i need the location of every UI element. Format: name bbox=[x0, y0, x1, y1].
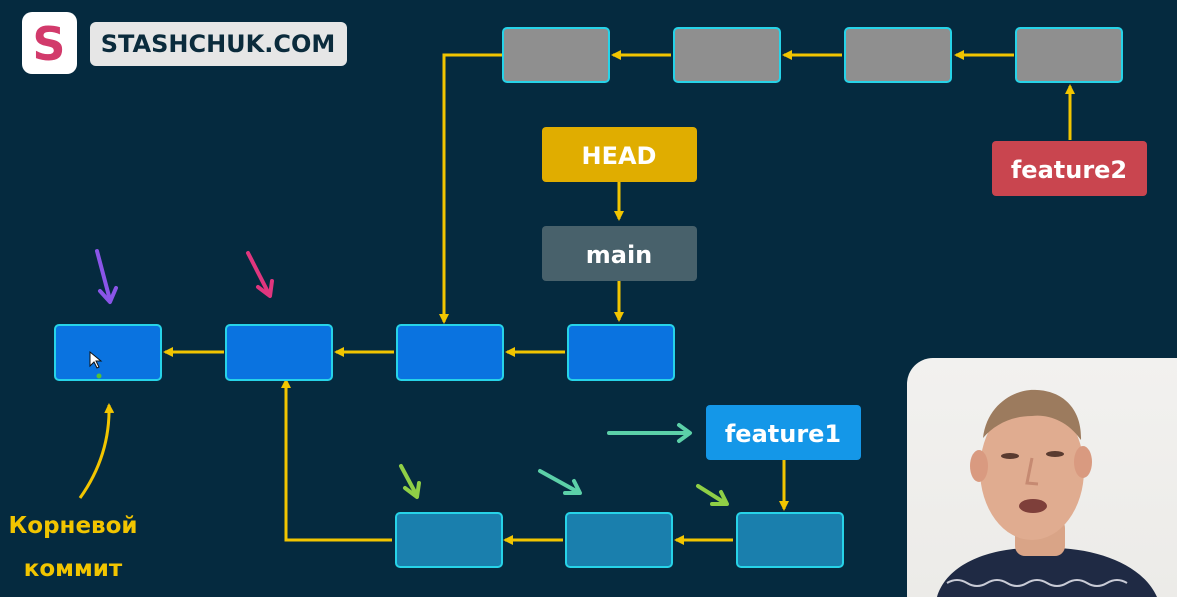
commit-feature1-1 bbox=[395, 512, 503, 568]
commit-root bbox=[54, 324, 162, 381]
presenter-webcam bbox=[907, 358, 1177, 597]
mouse-cursor-icon bbox=[89, 350, 103, 369]
feature1-commits bbox=[395, 512, 844, 568]
head-badge bbox=[542, 127, 697, 182]
ref-feature1: feature1 bbox=[706, 405, 861, 460]
purple-pointer-arrow bbox=[95, 249, 118, 304]
feature1-label: feature1 bbox=[725, 420, 841, 448]
feature2-badge bbox=[992, 141, 1147, 196]
feature2-merge-arrow bbox=[439, 53, 502, 324]
presenter-eye-right bbox=[1046, 451, 1064, 457]
head-label: HEAD bbox=[582, 142, 657, 170]
presenter-head bbox=[980, 400, 1084, 540]
brand-logo: S bbox=[22, 12, 77, 74]
green-pointer-arrow-1 bbox=[399, 464, 421, 499]
presenter-ear-right bbox=[1074, 446, 1092, 478]
highlight-arrows bbox=[95, 249, 729, 506]
ref-main: main bbox=[542, 226, 697, 281]
root-commit-arrow bbox=[78, 403, 115, 499]
ref-head: HEAD bbox=[542, 127, 697, 182]
brand-name-badge bbox=[90, 22, 347, 66]
mint-pointer-arrow-2 bbox=[538, 469, 582, 495]
mint-pointer-arrow bbox=[607, 423, 692, 443]
shirt-pattern bbox=[946, 579, 1128, 587]
commit-feature2-4 bbox=[1015, 27, 1123, 83]
presenter-ear-left bbox=[970, 450, 988, 482]
feature2-label: feature2 bbox=[1011, 156, 1127, 184]
presenter-mouth bbox=[1019, 499, 1047, 513]
main-label: main bbox=[586, 241, 653, 269]
feature1-branch-arrow bbox=[281, 378, 392, 542]
commit-feature1-3 bbox=[736, 512, 844, 568]
presenter-portrait bbox=[937, 389, 1157, 597]
commit-feature1-2 bbox=[565, 512, 673, 568]
logo-badge bbox=[22, 12, 77, 74]
ref-feature2: feature2 bbox=[992, 141, 1147, 196]
root-commit-annotation-line2: коммит bbox=[24, 556, 123, 582]
presenter-hair bbox=[983, 389, 1082, 440]
presenter-eye-left bbox=[1001, 453, 1019, 459]
main-commits bbox=[54, 324, 675, 381]
connectors bbox=[78, 50, 1075, 545]
brand-name: STASHCHUK.COM bbox=[101, 30, 336, 58]
cursor-dot bbox=[96, 373, 102, 379]
logo-letter: S bbox=[32, 17, 65, 71]
main-badge bbox=[542, 226, 697, 281]
commit-feature2-1 bbox=[502, 27, 610, 83]
commit-main-2 bbox=[225, 324, 333, 381]
feature2-commits bbox=[502, 27, 1123, 83]
commit-feature2-3 bbox=[844, 27, 952, 83]
feature1-badge bbox=[706, 405, 861, 460]
commit-main-4 bbox=[567, 324, 675, 381]
pink-pointer-arrow bbox=[246, 251, 274, 298]
commit-feature2-2 bbox=[673, 27, 781, 83]
root-commit-annotation-line1: Корневой bbox=[8, 513, 137, 539]
commit-main-3 bbox=[396, 324, 504, 381]
presenter-nose bbox=[1025, 457, 1039, 486]
green-pointer-arrow-2 bbox=[696, 484, 729, 506]
